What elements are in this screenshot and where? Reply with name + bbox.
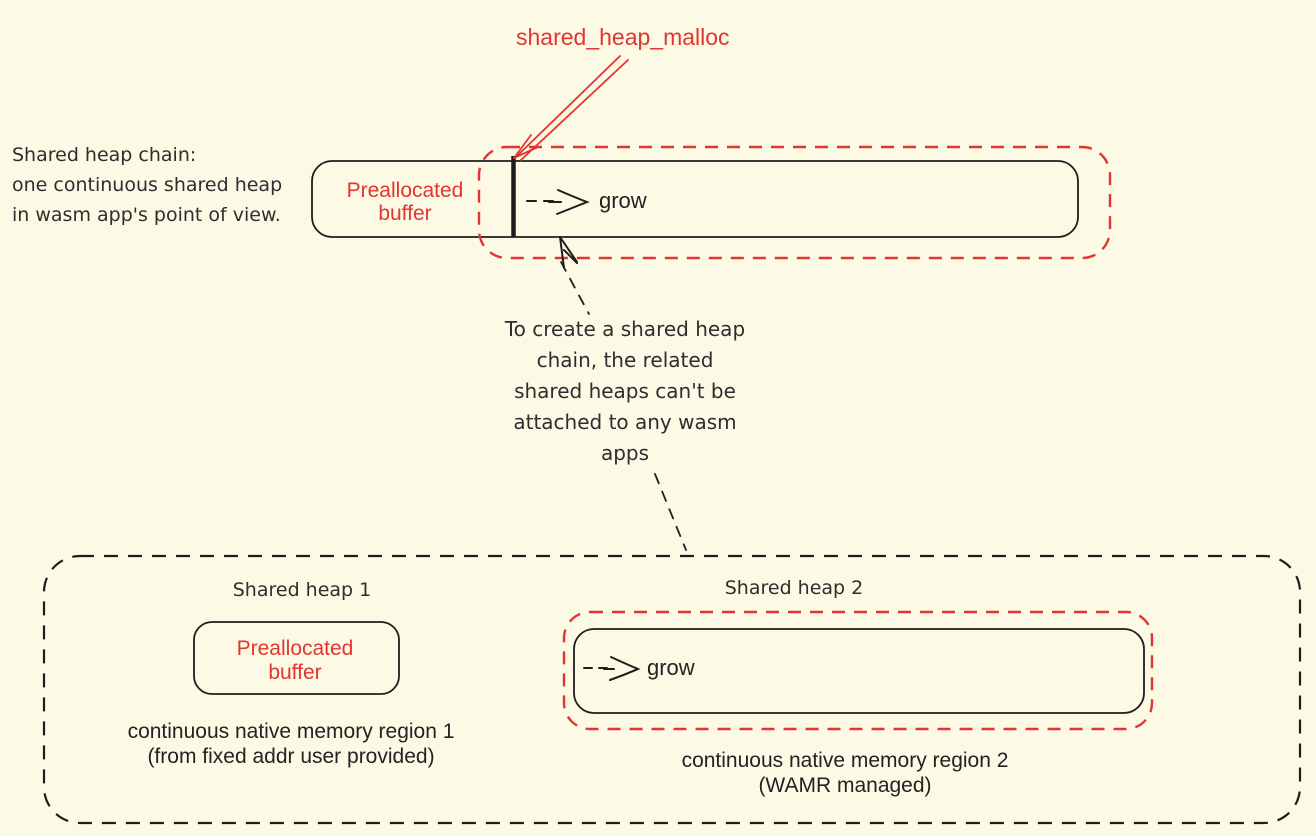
growable-region-dashed-outline bbox=[477, 145, 1112, 260]
preallocated-buffer-label-chain: Preallocated buffer bbox=[346, 179, 464, 225]
grow-arrow2-icon bbox=[583, 656, 641, 681]
preallocated-buffer-label-heap1: Preallocated buffer bbox=[236, 637, 354, 684]
memory-region2-caption: continuous native memory region 2 (WAMR … bbox=[681, 749, 1009, 797]
shared-heap-malloc-label: shared_heap_malloc bbox=[516, 24, 730, 50]
shared-heap1-title: Shared heap 1 bbox=[232, 579, 372, 601]
shared-heap2-dashed-outline bbox=[562, 610, 1154, 731]
heap-chain-bar bbox=[311, 160, 1079, 238]
heap-chain-note: Shared heap chain: one continuous shared… bbox=[12, 144, 283, 226]
memory-region1-caption: continuous native memory region 1 (from … bbox=[127, 720, 455, 768]
leader-line-bottom bbox=[654, 473, 687, 551]
malloc-arrow-icon bbox=[513, 55, 629, 161]
shared-heap2-box bbox=[573, 628, 1145, 714]
shared-heap2-title: Shared heap 2 bbox=[724, 577, 864, 599]
chain-constraint-note: To create a shared heap chain, the relat… bbox=[504, 317, 746, 465]
leader-line-top bbox=[560, 261, 590, 315]
shared-heap1-box bbox=[193, 621, 400, 695]
grow-arrow-icon bbox=[526, 189, 590, 215]
pointer-arrow-icon bbox=[559, 236, 578, 269]
grow-label-chain: grow bbox=[599, 188, 647, 213]
grow-label-heap2: grow bbox=[647, 655, 695, 680]
